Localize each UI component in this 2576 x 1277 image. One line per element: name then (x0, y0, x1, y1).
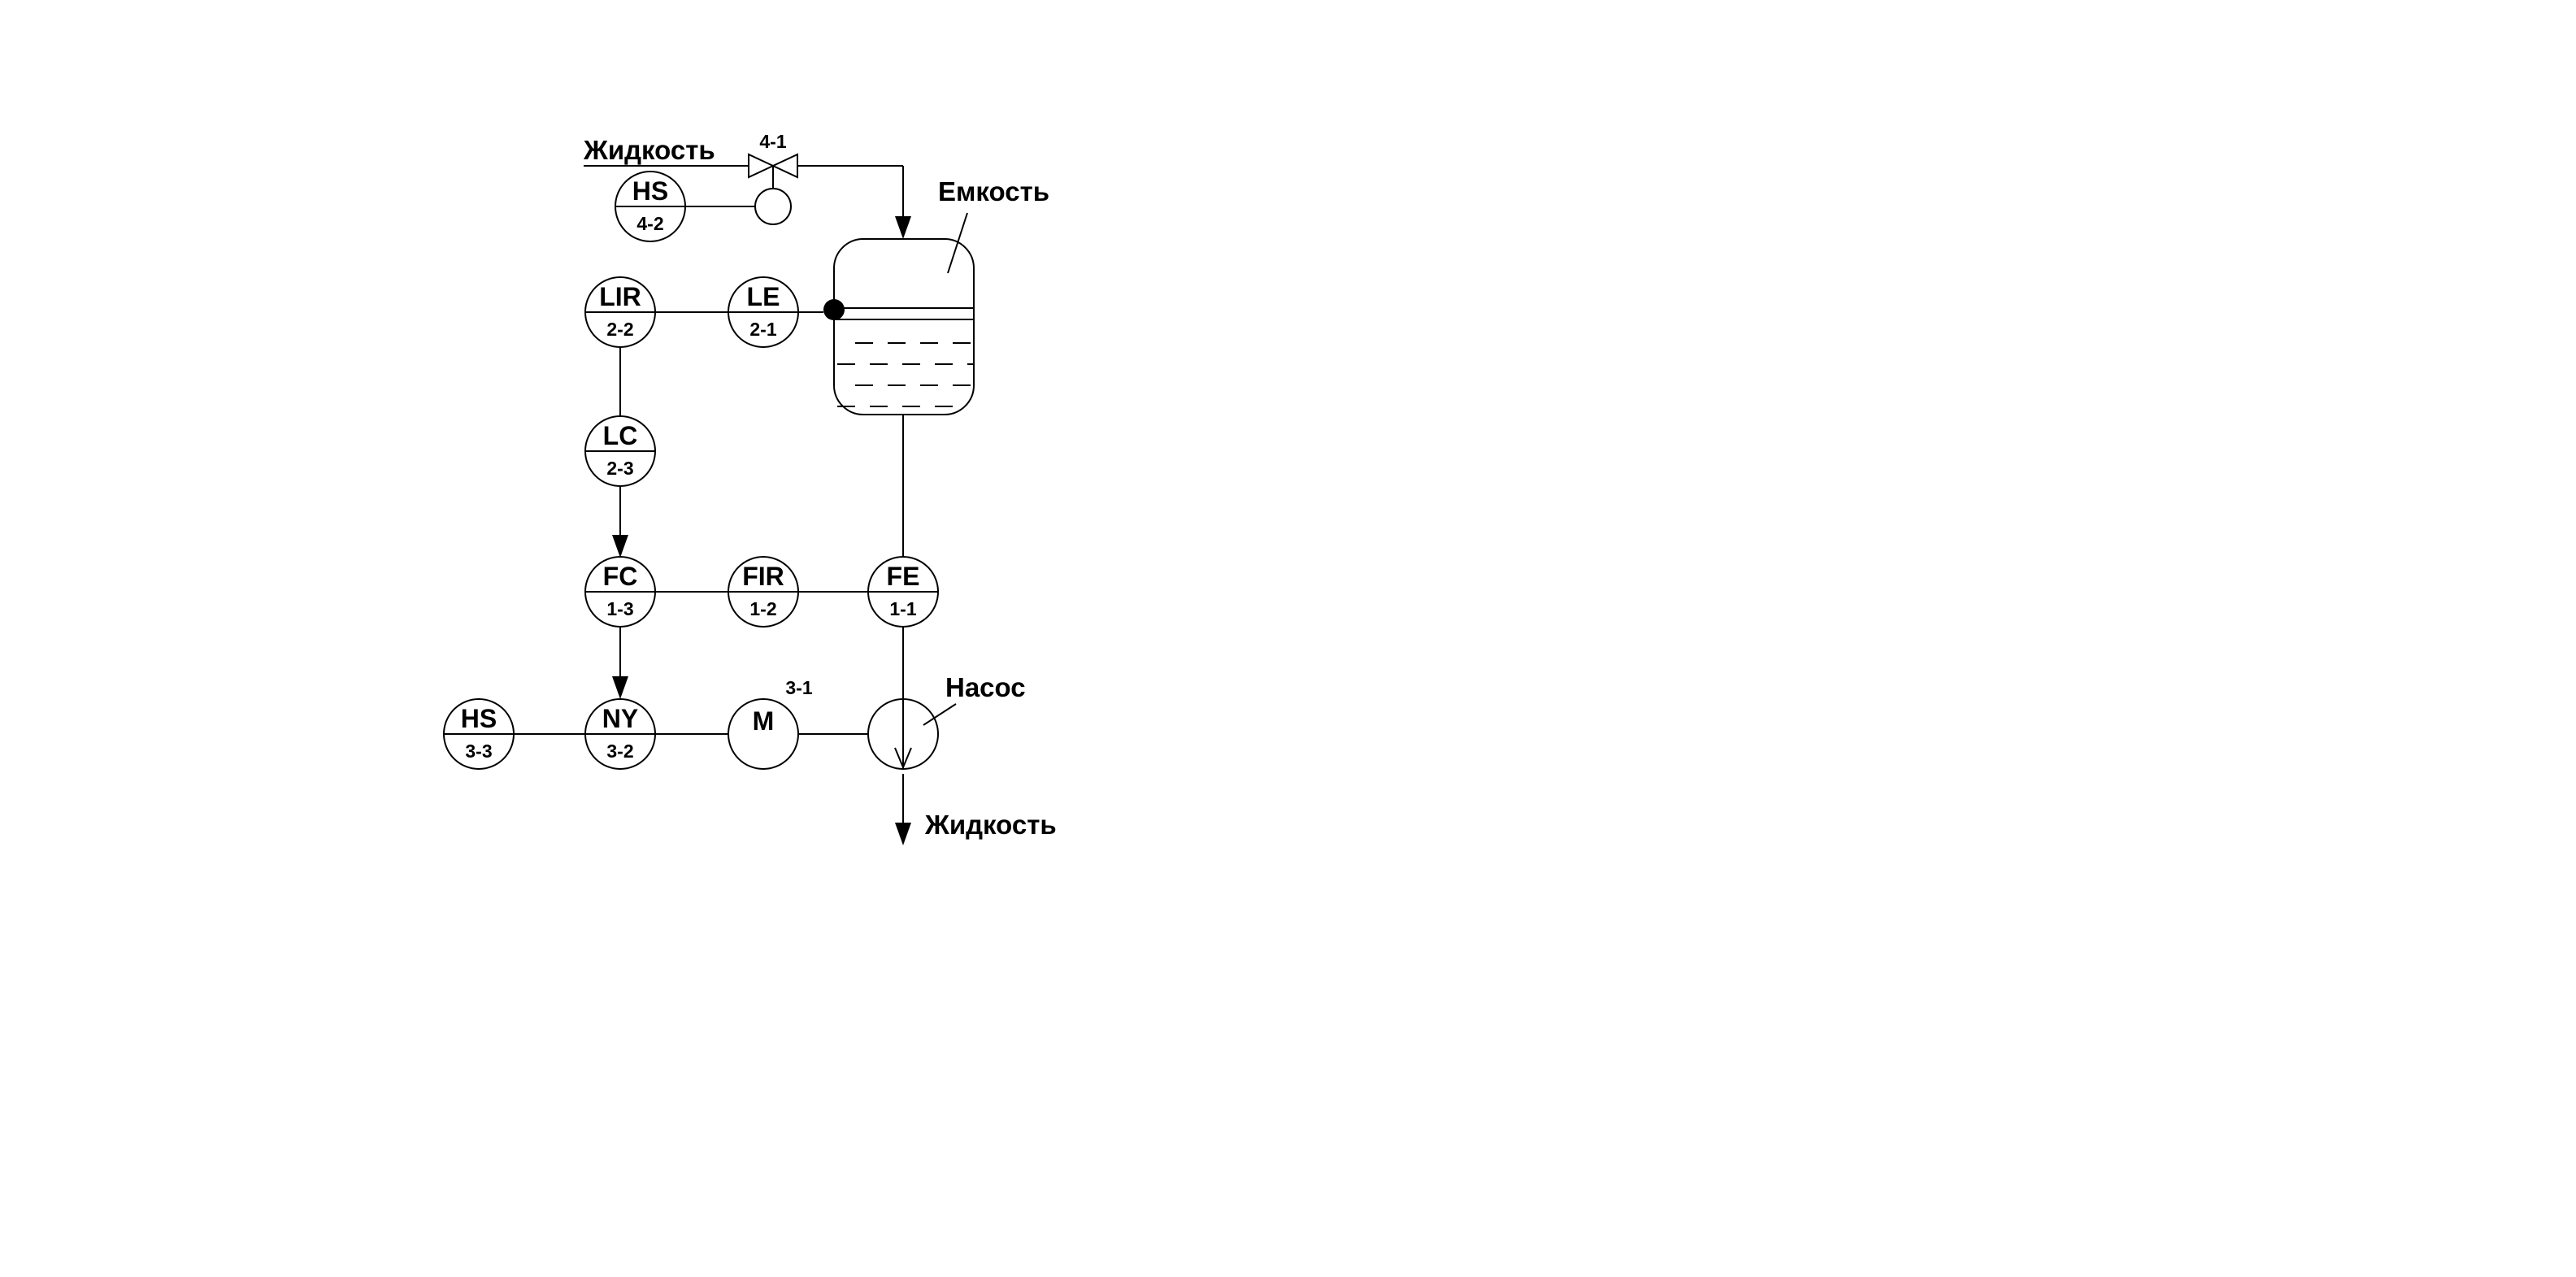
pump-flow-arrowhead (894, 747, 912, 770)
tank-body (833, 238, 975, 415)
valve-right-wing (771, 153, 798, 179)
instrument-number: 3-2 (606, 741, 633, 762)
tank-label-leader (947, 212, 968, 274)
instrument-number: 3-3 (465, 741, 492, 762)
instrument-number: 2-2 (606, 319, 633, 340)
instrument-code: FIR (742, 562, 784, 591)
lc-fc-arrow (612, 535, 628, 558)
instrument-code: LIR (599, 282, 641, 311)
level-sensor-point (823, 299, 845, 320)
liquid-outlet-label: Жидкость (924, 810, 1057, 840)
motor-tag: 3-1 (785, 677, 812, 698)
pump-label: Насос (945, 672, 1026, 702)
instrument-number: 2-1 (749, 319, 776, 340)
inlet-valve[interactable] (748, 153, 798, 225)
pump[interactable] (867, 698, 939, 770)
tank-label: Емкость (938, 176, 1049, 206)
instrument-hs-4-2[interactable]: HS 4-2 (615, 171, 686, 242)
instrument-fc-1-3[interactable]: FC 1-3 (584, 556, 656, 628)
instrument-code: HS (461, 704, 497, 733)
instrument-ny-3-2[interactable]: NY 3-2 (584, 698, 656, 770)
valve-tag: 4-1 (759, 131, 786, 152)
tank-vessel (833, 238, 975, 415)
motor-code: M (753, 706, 775, 736)
fc-ny-arrow (612, 676, 628, 699)
liquid-inlet-label: Жидкость (583, 135, 715, 165)
instrument-lir-2-2[interactable]: LIR 2-2 (584, 276, 656, 348)
instrument-fir-1-2[interactable]: FIR 1-2 (728, 556, 799, 628)
instrument-number: 1-2 (749, 598, 776, 619)
instrument-number: 1-1 (889, 598, 916, 619)
inlet-flow-arrow (895, 216, 911, 239)
motor[interactable]: M (728, 698, 799, 770)
valve-left-wing (748, 153, 775, 179)
instrument-code: FE (887, 562, 920, 591)
pump-label-leader (923, 703, 957, 726)
instrument-code: NY (602, 704, 638, 733)
instrument-code: HS (632, 176, 668, 206)
instrument-number: 2-3 (606, 458, 633, 479)
instrument-fe-1-1[interactable]: FE 1-1 (867, 556, 939, 628)
instrument-lc-2-3[interactable]: LC 2-3 (584, 415, 656, 487)
instrument-code: LC (603, 421, 638, 450)
instrument-code: LE (747, 282, 780, 311)
instrument-number: 4-2 (636, 213, 663, 234)
instrument-le-2-1[interactable]: LE 2-1 (728, 276, 799, 348)
outlet-flow-arrow (895, 823, 911, 845)
instrument-number: 1-3 (606, 598, 633, 619)
instrument-hs-3-3[interactable]: HS 3-3 (443, 698, 515, 770)
valve-actuator (754, 188, 792, 225)
instrument-code: FC (603, 562, 638, 591)
